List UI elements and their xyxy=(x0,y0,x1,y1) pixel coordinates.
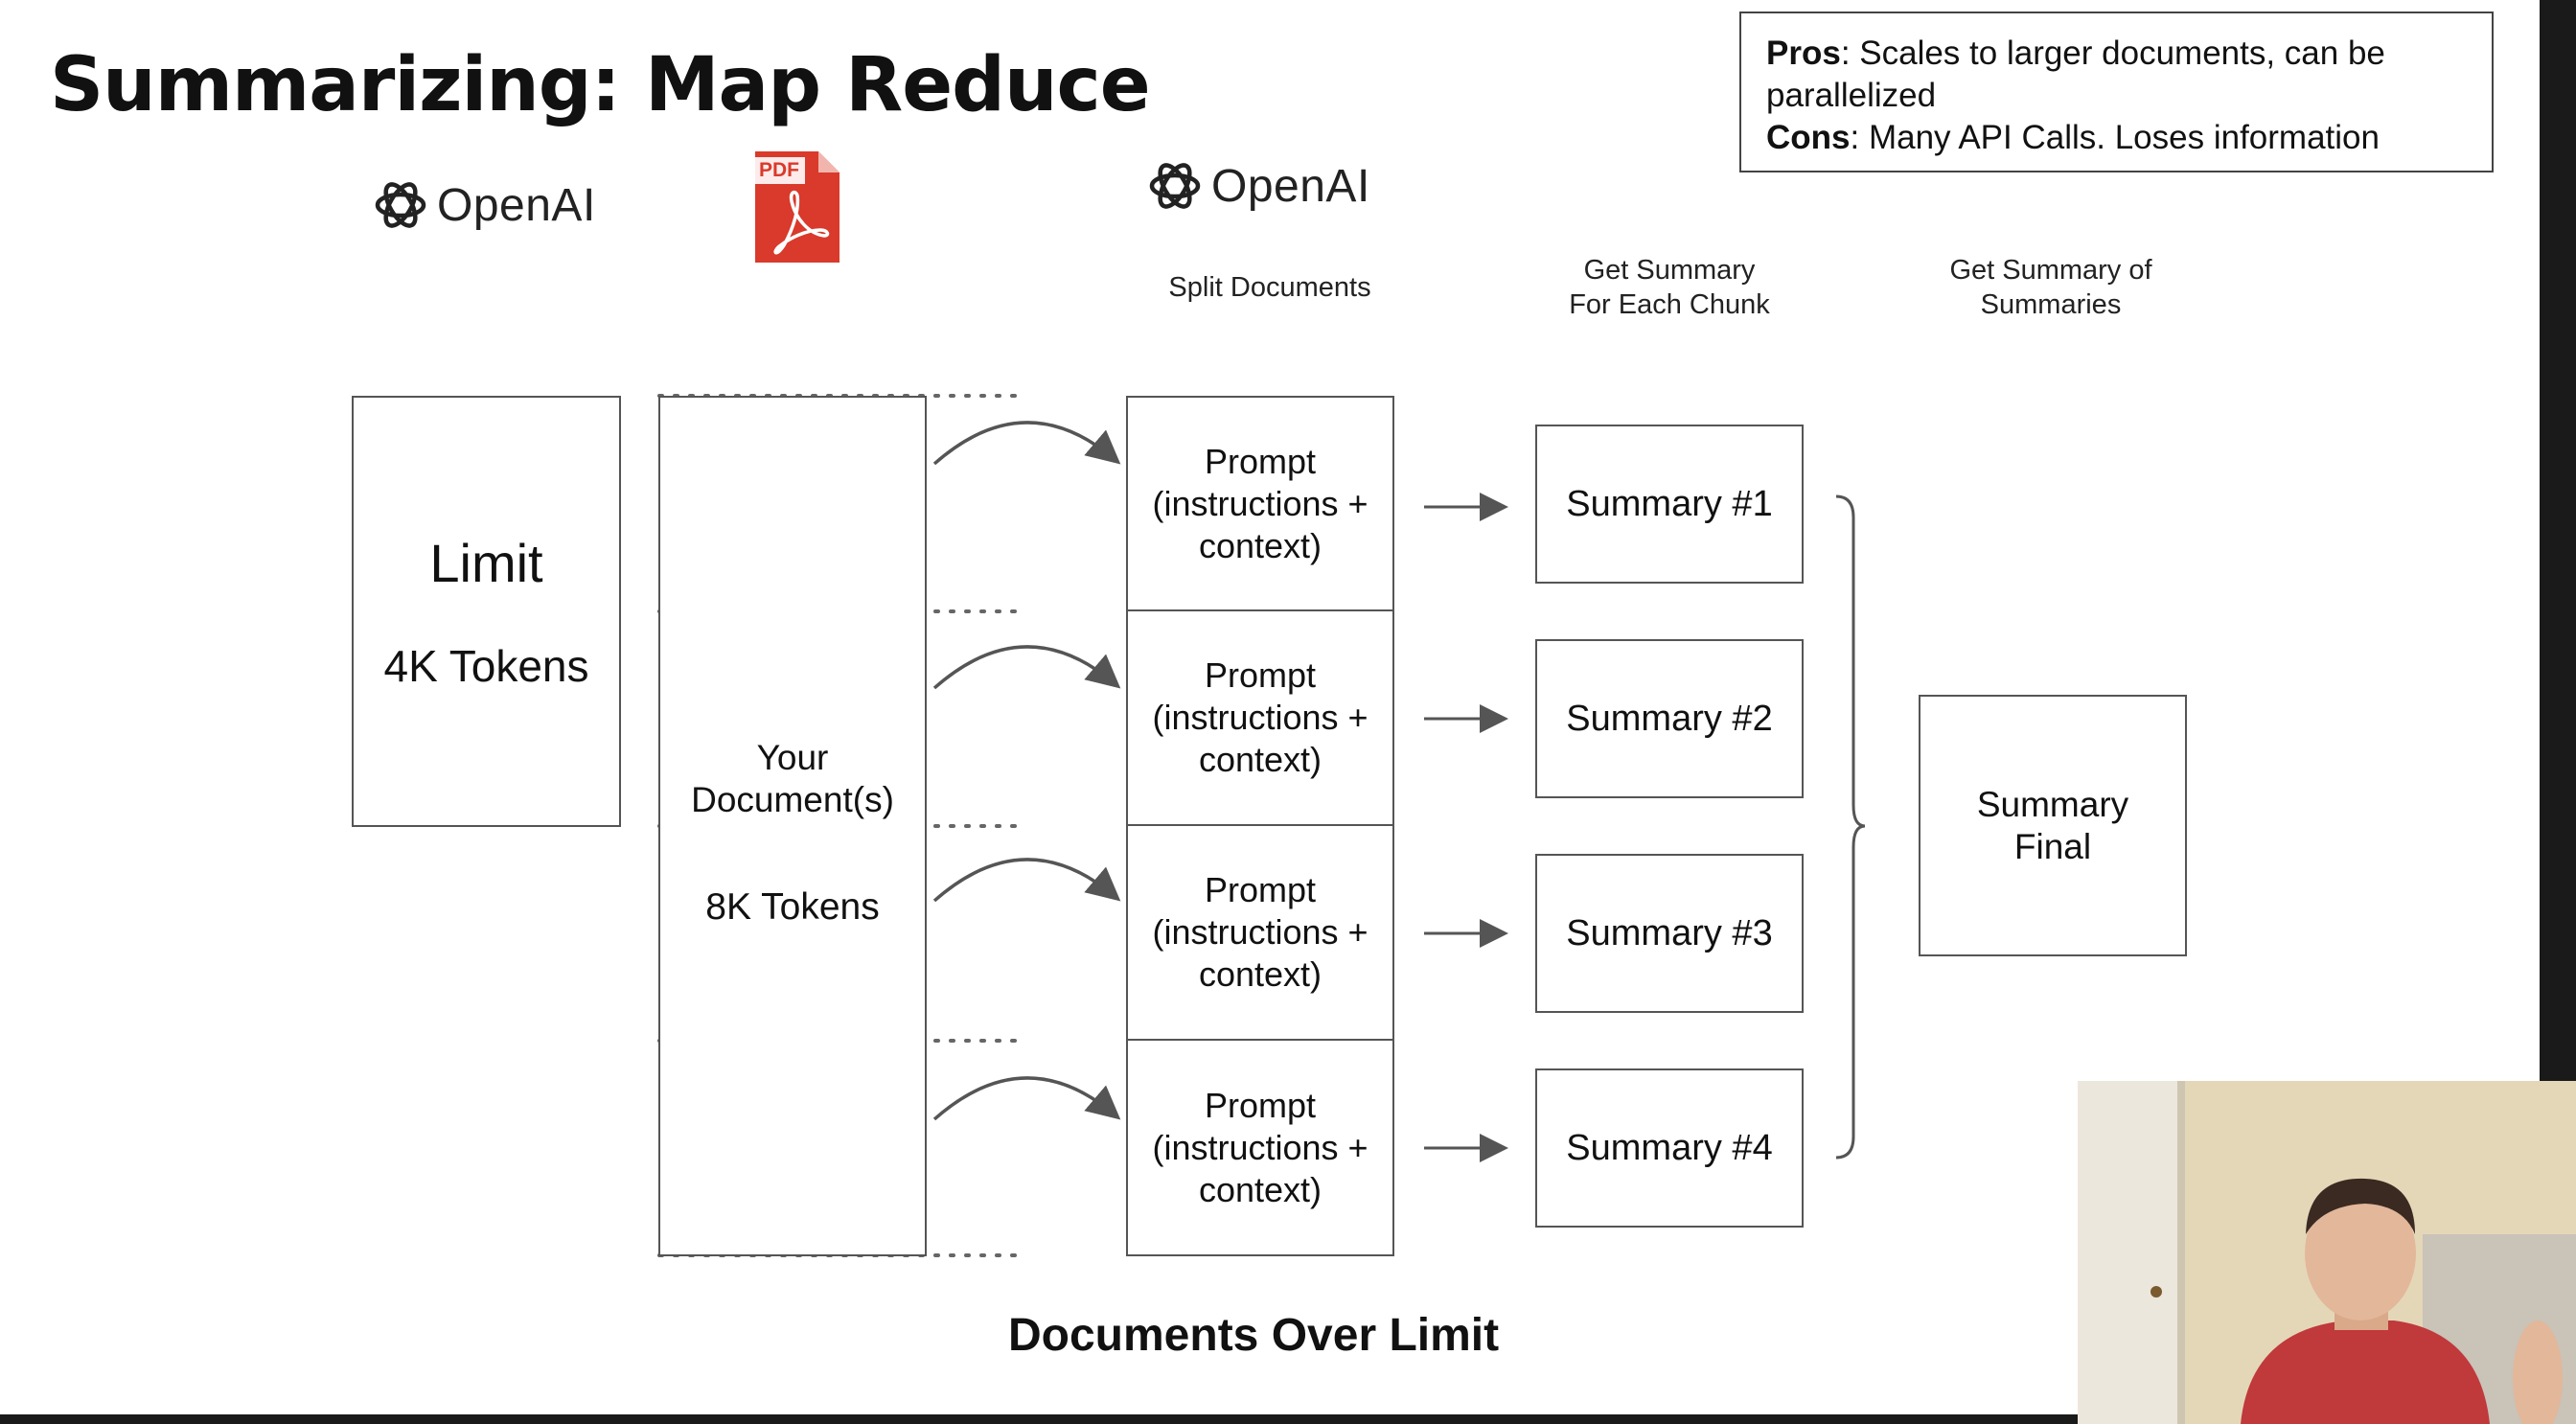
limit-tokens: 4K Tokens xyxy=(383,640,589,691)
pdf-badge-text: PDF xyxy=(759,159,799,181)
header-map-line2: For Each Chunk xyxy=(1569,289,1770,320)
pros-cons-box: Pros: Scales to larger documents, can be… xyxy=(1739,11,2494,172)
header-reduce-line2: Summaries xyxy=(1980,289,2122,320)
slide-title: Summarizing: Map Reduce xyxy=(50,42,1151,128)
openai-logo-left: OpenAI xyxy=(372,176,596,234)
document-label-line2: Document(s) xyxy=(691,780,894,819)
cons-text: : Many API Calls. Loses information xyxy=(1850,119,2380,156)
prompt-line3: context) xyxy=(1198,1169,1322,1209)
pros-text: : Scales to larger documents, can be par… xyxy=(1766,34,2385,114)
final-summary-box: Summary Final xyxy=(1919,695,2187,956)
cons-line: Cons: Many API Calls. Loses information xyxy=(1766,117,2467,159)
summary-box: Summary #2 xyxy=(1535,639,1804,798)
summary-box: Summary #3 xyxy=(1535,854,1804,1013)
document-label: Your Document(s) xyxy=(660,737,925,821)
openai-knot-icon xyxy=(1149,163,1201,209)
limit-box: Limit 4K Tokens xyxy=(352,396,621,827)
limit-label: Limit xyxy=(429,532,543,593)
screen-edge-bottom xyxy=(0,1414,2576,1424)
split-arrow xyxy=(932,858,1121,903)
prompt-box: Prompt (instructions + context) xyxy=(1126,609,1394,826)
prompt-line1: Prompt xyxy=(1204,441,1317,481)
pros-line: Pros: Scales to larger documents, can be… xyxy=(1766,33,2467,117)
prompt-line1: Prompt xyxy=(1204,655,1317,695)
openai-knot-icon xyxy=(375,182,426,228)
final-summary-line1: Summary xyxy=(1976,784,2129,824)
header-map-line1: Get Summary xyxy=(1583,255,1756,286)
reduce-brace xyxy=(1835,494,1866,1160)
prompt-line3: context) xyxy=(1198,740,1322,779)
pros-label: Pros xyxy=(1766,34,1841,72)
header-reduce-line1: Get Summary of xyxy=(1949,255,2152,286)
document-tokens: 8K Tokens xyxy=(705,886,880,928)
final-summary-line2: Final xyxy=(2013,826,2092,866)
openai-wordmark-left: OpenAI xyxy=(437,179,596,231)
prompt-line2: (instructions + xyxy=(1152,912,1368,952)
screen-edge-right xyxy=(2540,0,2576,1083)
prompt-box: Prompt (instructions + context) xyxy=(1126,396,1394,611)
prompt-line3: context) xyxy=(1198,525,1322,565)
cons-label: Cons xyxy=(1766,119,1851,156)
document-box: Your Document(s) 8K Tokens xyxy=(658,396,927,1256)
prompt-line3: context) xyxy=(1198,954,1322,994)
prompt-line1: Prompt xyxy=(1204,870,1317,909)
document-label-line1: Your xyxy=(756,738,829,777)
prompt-box: Prompt (instructions + context) xyxy=(1126,824,1394,1041)
prompt-box: Prompt (instructions + context) xyxy=(1126,1039,1394,1256)
prompt-line2: (instructions + xyxy=(1152,483,1368,523)
header-split-documents: Split Documents xyxy=(1168,272,1371,303)
header-map-step: Get Summary For Each Chunk xyxy=(1516,253,1823,322)
prompt-line2: (instructions + xyxy=(1152,1127,1368,1167)
bottom-title: Documents Over Limit xyxy=(1008,1310,1500,1361)
map-arrows xyxy=(1424,493,1508,1162)
header-reduce-step: Get Summary of Summaries xyxy=(1907,253,2195,322)
split-arrows xyxy=(932,421,1121,1121)
split-arrow xyxy=(932,421,1121,466)
summary-box: Summary #4 xyxy=(1535,1068,1804,1228)
split-arrow xyxy=(932,645,1121,690)
prompt-line2: (instructions + xyxy=(1152,698,1368,737)
presenter-image xyxy=(2078,1081,2576,1424)
openai-wordmark-right: OpenAI xyxy=(1211,160,1370,212)
pdf-icon: PDF xyxy=(755,151,840,263)
openai-logo-right: OpenAI xyxy=(1146,157,1370,215)
prompt-line1: Prompt xyxy=(1204,1085,1317,1125)
summary-box: Summary #1 xyxy=(1535,425,1804,584)
presenter-webcam xyxy=(2078,1081,2576,1424)
split-arrow xyxy=(932,1076,1121,1121)
